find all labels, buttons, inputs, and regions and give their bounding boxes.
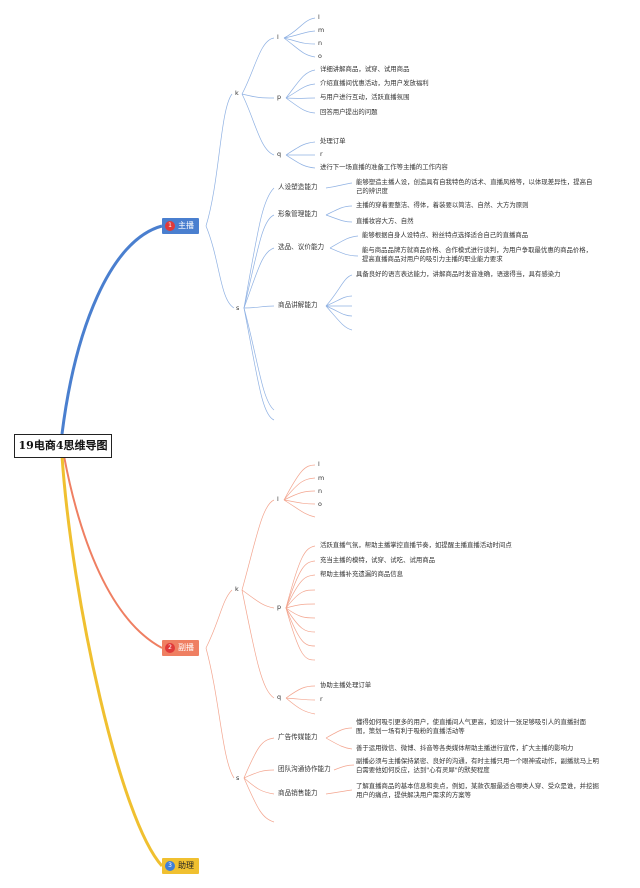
node-s[interactable]: s [236,304,240,312]
leaf-item[interactable]: 活跃直播气氛，帮助主播掌控直播节奏，如提醒主播直播活动时间点 [320,541,512,549]
skill-advertising[interactable]: 广告传媒能力 [278,733,318,741]
skill-item[interactable]: 主播的穿着要整洁、得体，着装要以简洁、自然、大方为原则 [356,201,529,209]
skill-sales[interactable]: 商品销售能力 [278,789,318,797]
branch-assistant-anchor[interactable]: 2 副播 [162,640,199,656]
skill-item[interactable]: 直播妆容大方、自然 [356,217,414,225]
leaf-item[interactable]: 详细讲解商品，试穿、试用商品 [320,65,410,73]
skill-teamwork[interactable]: 团队沟通协作能力 [278,765,331,773]
leaf-item[interactable]: 帮助主播补充遗漏的商品信息 [320,570,404,578]
branch-label: 助理 [178,861,194,870]
leaf-l[interactable]: l [318,460,320,468]
node-p[interactable]: p [277,93,282,101]
connector-root-assistant [63,455,163,649]
anchor-subtree-lines [205,17,359,421]
branch-anchor[interactable]: 1 主播 [162,218,199,234]
leaf-item[interactable]: 处理订单 [320,137,346,145]
leaf-item[interactable]: 与用户进行互动，活跃直播氛围 [320,93,410,101]
leaf-r[interactable]: r [320,695,323,703]
node-q[interactable]: q [277,693,282,701]
node-k[interactable]: k [235,585,239,593]
branch-helper[interactable]: 3 助理 [162,858,199,874]
skill-item[interactable]: 懂得如何吸引更多的用户，使直播间人气更高，如设计一张足够吸引人的直播封面图，策划… [356,718,587,735]
number-badge: 1 [165,221,175,231]
connector-root-helper [60,455,164,868]
skill-item[interactable]: 能够塑造主播人设，创造具有自我特色的话术、直播风格等，以体现差异性，提高自己的辨… [356,178,593,195]
leaf-item[interactable]: 回答用户提出的问题 [320,108,378,116]
node-l[interactable]: l [277,495,279,503]
node-l[interactable]: l [277,33,279,41]
skill-item[interactable]: 善于运用微信、微博、抖音等各类媒体帮助主播进行宣传，扩大主播的影响力 [356,744,574,752]
assistant-subtree-lines [205,464,355,823]
connector-root-anchor [60,224,163,435]
leaf-item[interactable]: 充当主播的模特，试穿、试吃、试用商品 [320,556,436,564]
leaf-r[interactable]: r [320,150,323,158]
leaf-item[interactable]: 介绍直播间优惠活动，为用户发放福利 [320,79,429,87]
skill-persona[interactable]: 人设塑造能力 [278,183,318,191]
skill-item[interactable]: 了解直播商品的基本信息和卖点，例如，某款衣服最适合哪类人穿、受众是谁，并挖掘用户… [356,782,599,799]
leaf-n[interactable]: n [318,39,323,47]
leaf-item[interactable]: 协助主播处理订单 [320,681,372,689]
node-k[interactable]: k [235,89,239,97]
leaf-item[interactable]: 进行下一场直播的准备工作等主播的工作内容 [320,163,448,171]
leaf-m[interactable]: m [318,26,325,34]
leaf-m[interactable]: m [318,474,325,482]
number-badge: 3 [165,861,175,871]
skill-item[interactable]: 具备良好的语言表达能力，讲解商品时发音准确，语速得当，具有感染力 [356,270,561,278]
skill-item[interactable]: 能够根据自身人设特点、粉丝特点选择适合自己的直播商品 [362,231,529,239]
node-s[interactable]: s [236,774,240,782]
leaf-n[interactable]: n [318,487,323,495]
node-p[interactable]: p [277,603,282,611]
leaf-o[interactable]: o [318,52,322,60]
skill-item[interactable]: 能与商品品牌方就商品价格、合作模式进行谈判，为用户争取最优惠的商品价格，提高直播… [362,246,593,263]
node-q[interactable]: q [277,150,282,158]
skill-image[interactable]: 形象管理能力 [278,210,318,218]
leaf-o[interactable]: o [318,500,322,508]
skill-item[interactable]: 副播必须与主播保持紧密、良好的沟通，有时主播只用一个眼神或动作，副播就马上明白需… [356,757,599,774]
branch-label: 副播 [178,643,194,652]
number-badge: 2 [165,643,175,653]
root-topic[interactable]: 19电商4思维导图 [14,434,112,458]
leaf-l[interactable]: l [318,13,320,21]
skill-explain[interactable]: 商品讲解能力 [278,301,318,309]
branch-label: 主播 [178,221,194,230]
skill-selection[interactable]: 选品、议价能力 [278,243,325,251]
